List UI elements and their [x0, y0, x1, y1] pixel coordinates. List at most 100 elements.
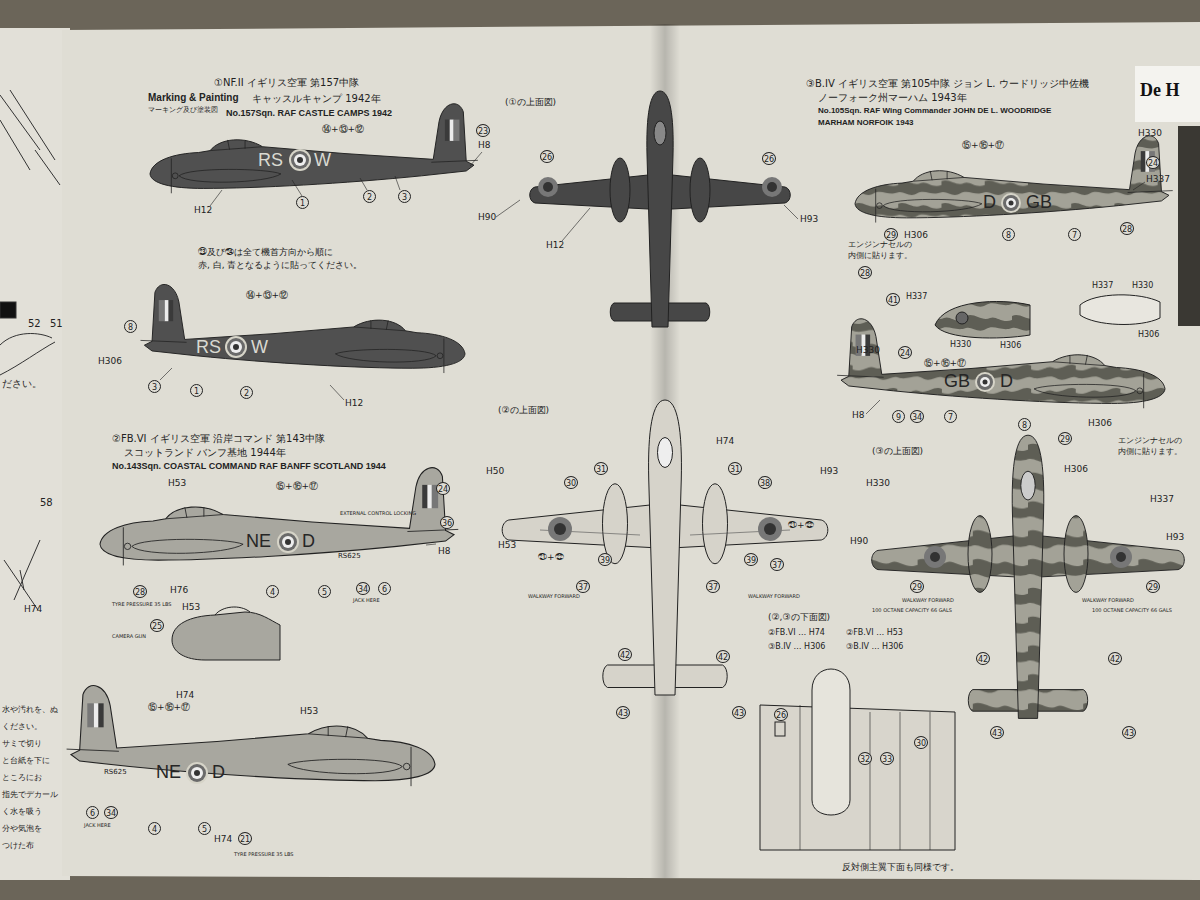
- callout-number: 39: [744, 553, 758, 566]
- callout-number: 1: [296, 196, 309, 209]
- label-text: JACK HERE: [353, 598, 380, 604]
- label-text: 赤, 白, 青となるように貼ってください。: [198, 260, 362, 270]
- label-text: JACK HERE: [84, 823, 111, 829]
- aircraft-side-view: [100, 468, 458, 566]
- label-text: WALKWAY FORWARD: [748, 594, 800, 600]
- callout-number: 29: [1146, 580, 1160, 593]
- sheet-title: Marking & Painting: [148, 92, 239, 104]
- callout-number: 41: [886, 293, 900, 306]
- callout-number: 34: [104, 806, 118, 819]
- aircraft-side-view: [141, 284, 465, 373]
- label-text: H337: [906, 292, 927, 301]
- label-text: ①NF.II イギリス空軍 第157中隊: [214, 77, 359, 89]
- label-text: H53: [182, 602, 200, 612]
- callout-number: 38: [758, 476, 772, 489]
- callout-number: 43: [616, 706, 630, 719]
- label-text: H53: [498, 540, 516, 550]
- label-text: 指先でデカール: [2, 790, 58, 799]
- unit-caption: No.157Sqn. RAF CASTLE CAMPS 1942: [226, 108, 392, 118]
- label-text: H53: [168, 478, 186, 488]
- label-text: ところにお: [2, 773, 42, 782]
- squadron-code: NE: [246, 531, 271, 552]
- label-text: H330: [1132, 281, 1153, 290]
- label-text: H306: [1088, 418, 1112, 428]
- label-text: ②FB.VI … H74: [768, 628, 825, 637]
- callout-number: 30: [564, 476, 578, 489]
- roundel-detail: [956, 312, 968, 324]
- label-text: ⑮+⑯+⑰: [924, 358, 966, 368]
- label-text: H74: [24, 604, 42, 614]
- unit-caption: No.105Sqn. RAF Wing Commander JOHN DE L.…: [818, 106, 1051, 115]
- label-text: 内側に貼ります。: [848, 251, 912, 260]
- callout-number: 1: [190, 384, 203, 397]
- aircraft-side-view: [67, 686, 435, 787]
- label-text: H93: [1166, 532, 1184, 542]
- squadron-code: D: [1000, 371, 1013, 392]
- unit-caption: No.143Sqn. COASTAL COMMAND RAF BANFF SCO…: [112, 461, 386, 471]
- label-text: 内側に貼ります。: [1118, 447, 1182, 456]
- aircraft-side-view: [837, 319, 1165, 409]
- label-text: H337: [1092, 281, 1113, 290]
- label-text: H50: [486, 466, 504, 476]
- callout-number: 5: [198, 822, 211, 835]
- unit-caption: MARHAM NORFOIK 1943: [818, 118, 914, 127]
- label-text: 52: [28, 318, 41, 330]
- label-text: (②の上面図): [498, 405, 549, 415]
- label-text: EXTERNAL CONTROL LOCKING: [340, 511, 416, 517]
- label-text: H337: [1150, 494, 1174, 504]
- callout-number: 3: [398, 190, 411, 203]
- label-text: ㉑+㉒: [788, 520, 814, 530]
- aircraft-top-view: [530, 91, 791, 327]
- label-text: ⑭+⑬+⑫: [322, 124, 364, 134]
- callout-number: 28: [133, 585, 147, 598]
- callout-number: 26: [774, 708, 788, 721]
- callout-number: 7: [1068, 228, 1081, 241]
- callout-number: 42: [716, 650, 730, 663]
- label-text: ⑮+⑯+⑰: [148, 702, 190, 712]
- label-text: く水を吸う: [2, 807, 42, 816]
- label-text: ⑮+⑯+⑰: [276, 481, 318, 491]
- squadron-code: GB: [944, 371, 970, 392]
- label-text: サミで切り: [2, 739, 42, 748]
- callout-number: 34: [356, 582, 370, 595]
- label-text: ⑭+⑬+⑫: [246, 290, 288, 300]
- label-text: RS625: [338, 552, 361, 560]
- brand-strip: [1178, 126, 1200, 326]
- callout-number: 43: [1122, 726, 1136, 739]
- label-text: H330: [856, 345, 880, 355]
- callout-number: 8: [124, 320, 137, 333]
- callout-number: 6: [378, 582, 391, 595]
- callout-number: 2: [363, 190, 376, 203]
- squadron-code: GB: [1026, 192, 1052, 213]
- label-text: H330: [866, 478, 890, 488]
- label-text: ください。: [2, 722, 42, 731]
- callout-number: 2: [240, 386, 253, 399]
- squadron-code: D: [212, 762, 225, 783]
- label-text: と台紙を下に: [2, 756, 50, 765]
- label-text: H12: [345, 398, 363, 408]
- label-text: H8: [852, 410, 865, 420]
- callout-number: 42: [618, 648, 632, 661]
- callout-number: 26: [540, 150, 554, 163]
- nacelle-detail: [935, 302, 1030, 338]
- callout-number: 21: [238, 832, 252, 845]
- label-text: ③B.IV … H306: [768, 642, 825, 651]
- callout-number: 36: [440, 516, 454, 529]
- kit-name: De H: [1140, 80, 1180, 101]
- label-text: (③の上面図): [872, 446, 923, 456]
- label-text: マーキング及び塗装図: [148, 106, 218, 114]
- callout-number: 8: [1018, 418, 1031, 431]
- nose-detail: [1080, 295, 1160, 325]
- callout-number: 34: [910, 410, 924, 423]
- label-text: エンジンナセルの: [848, 240, 912, 249]
- label-text: スコットランド バンフ基地 1944年: [124, 447, 286, 459]
- label-text: H93: [820, 466, 838, 476]
- label-text: H337: [1146, 174, 1170, 184]
- squadron-code: RS: [196, 337, 221, 358]
- callout-number: 33: [880, 752, 894, 765]
- label-text: H90: [478, 212, 496, 222]
- label-text: H8: [478, 140, 491, 150]
- callout-number: 5: [318, 585, 331, 598]
- callout-number: 37: [706, 580, 720, 593]
